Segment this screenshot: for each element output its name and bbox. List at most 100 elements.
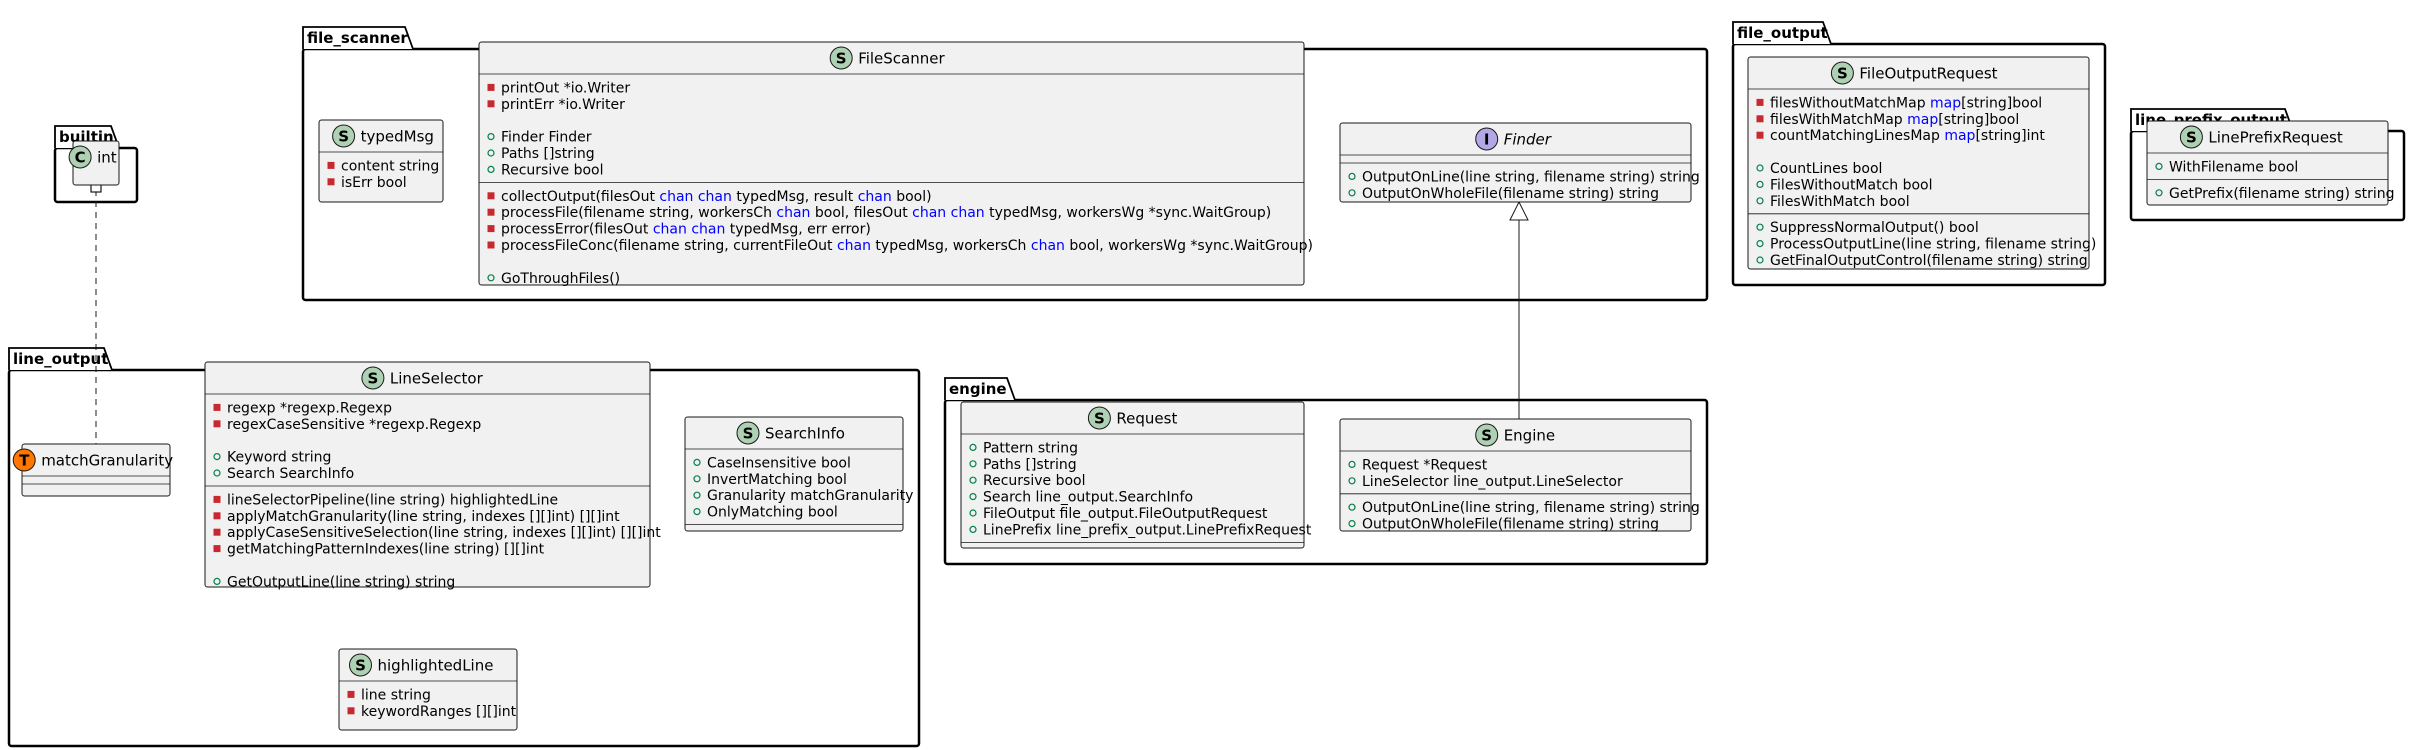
member-line: FilesWithoutMatch bool [1770, 177, 1933, 193]
member-line: filesWithoutMatchMap map[string]bool [1770, 95, 2042, 111]
member-text: processFile(filename string, workersCh [501, 205, 776, 221]
member-line: GetPrefix(filename string) string [2169, 186, 2395, 202]
member-line: Finder Finder [501, 130, 592, 146]
member-line: regexp *regexp.Regexp [227, 400, 392, 416]
private-visibility-icon [487, 208, 495, 216]
member-line: LineSelector line_output.LineSelector [1362, 474, 1623, 490]
private-visibility-icon [213, 512, 221, 520]
public-visibility-icon [2155, 189, 2163, 197]
member-line: Recursive bool [983, 473, 1085, 489]
badge-letter: S [338, 128, 349, 146]
realization-engine-finder [1509, 200, 1529, 419]
public-visibility-icon [213, 469, 221, 477]
member-line: OnlyMatching bool [707, 505, 838, 521]
struct-badge-icon [1475, 423, 1499, 447]
member-text: [string]bool [1938, 112, 2019, 128]
badge-letter: S [836, 50, 847, 68]
member-line: FilesWithMatch bool [1770, 194, 1910, 210]
type-badge-icon [12, 448, 36, 472]
member-line: printOut *io.Writer [501, 80, 630, 96]
member-line: content string [341, 158, 439, 174]
keyword: chan chan [653, 222, 726, 238]
member-text: LinePrefix line_prefix_output.LinePrefix… [983, 522, 1312, 538]
member-line: keywordRanges [][]int [361, 704, 517, 720]
private-visibility-icon [213, 545, 221, 553]
badge-letter: I [1484, 131, 1490, 149]
member-text: OutputOnLine(line string, filename strin… [1362, 500, 1700, 516]
struct-badge-icon [349, 653, 372, 677]
member-line: Pattern string [983, 440, 1078, 456]
member-line: processFileConc(filename string, current… [501, 238, 1313, 254]
public-visibility-icon [1756, 180, 1764, 188]
struct-badge-icon [332, 124, 356, 148]
public-visibility-icon [969, 525, 977, 534]
struct-badge-icon [361, 366, 385, 390]
member-text: bool, filesOut [810, 205, 912, 221]
badge-letter: S [367, 370, 378, 388]
member-text: Paths []string [501, 146, 595, 162]
struct-badge-icon [1087, 406, 1111, 430]
class-name: FileScanner [858, 50, 945, 68]
member-text: processError(filesOut [501, 222, 653, 238]
member-line: FileOutput file_output.FileOutputRequest [983, 506, 1268, 522]
class-name: SearchInfo [765, 425, 845, 443]
member-text: keywordRanges [][]int [361, 704, 517, 720]
private-visibility-icon [487, 83, 495, 91]
public-visibility-icon [1756, 197, 1764, 205]
member-text: typedMsg, result [732, 189, 858, 205]
private-visibility-icon [213, 495, 221, 503]
member-line: countMatchingLinesMap map[string]int [1770, 128, 2045, 144]
member-line: OutputOnLine(line string, filename strin… [1362, 169, 1700, 185]
class-name: FileOutputRequest [1859, 65, 1997, 83]
struct-badge-icon [736, 421, 760, 445]
member-line: processError(filesOut chan chan typedMsg… [501, 222, 871, 238]
member-line: lineSelectorPipeline(line string) highli… [227, 492, 558, 508]
member-line: processFile(filename string, workersCh c… [501, 205, 1271, 221]
member-line: CountLines bool [1770, 161, 1882, 177]
member-text: typedMsg, workersCh [871, 238, 1031, 254]
public-visibility-icon [969, 460, 977, 468]
class-name: int [97, 149, 117, 167]
keyword: chan [858, 189, 892, 205]
badge-letter: S [743, 425, 754, 443]
public-visibility-icon [487, 165, 495, 173]
member-text: getMatchingPatternIndexes(line string) [… [227, 542, 545, 558]
private-visibility-icon [347, 707, 355, 715]
public-visibility-icon [1348, 189, 1356, 197]
private-visibility-icon [327, 161, 335, 169]
member-line: WithFilename bool [2169, 159, 2298, 175]
class-name: LineSelector [390, 370, 484, 388]
public-visibility-icon [213, 577, 221, 586]
member-text: Recursive bool [501, 162, 603, 178]
badge-letter: S [2186, 129, 2197, 147]
public-visibility-icon [1348, 519, 1356, 528]
member-text: content string [341, 158, 439, 174]
member-line: applyMatchGranularity(line string, index… [227, 509, 620, 525]
member-text: OutputOnLine(line string, filename strin… [1362, 169, 1700, 185]
member-line: Search line_output.SearchInfo [983, 490, 1193, 506]
keyword: chan [776, 205, 810, 221]
public-visibility-icon [2155, 162, 2163, 170]
public-visibility-icon [487, 149, 495, 157]
member-text: Request *Request [1362, 457, 1488, 473]
member-text: isErr bool [341, 175, 407, 191]
keyword: map [1907, 112, 1938, 128]
member-line: GetFinalOutputControl(filename string) s… [1770, 253, 2088, 269]
public-visibility-icon [1348, 460, 1356, 468]
public-visibility-icon [487, 133, 495, 141]
badge-letter: S [1094, 410, 1105, 428]
member-line: applyCaseSensitiveSelection(line string,… [227, 525, 661, 541]
member-text: regexp *regexp.Regexp [227, 400, 392, 416]
private-visibility-icon [1756, 98, 1764, 106]
public-visibility-icon [1756, 164, 1764, 172]
member-text: Pattern string [983, 440, 1078, 456]
